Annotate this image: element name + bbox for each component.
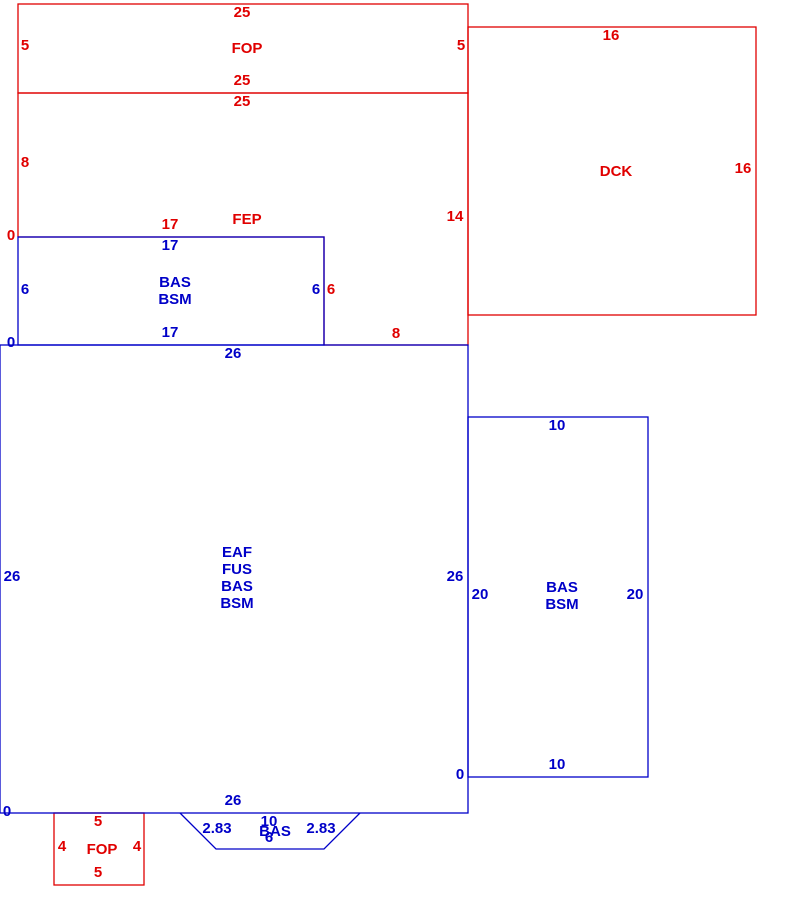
bas-upper-label-1: BAS [159, 274, 191, 291]
main-dim-bottom: 26 [225, 792, 242, 809]
bas-bay-dim-top: 10 [261, 813, 278, 830]
bas-upper-dim-right: 6 [312, 281, 320, 298]
fep-dim-corner: 0 [7, 227, 15, 244]
fop-bottom-label: FOP [87, 841, 118, 858]
fop-bottom-dim-left: 4 [58, 838, 67, 855]
dck-label: DCK [600, 163, 633, 180]
bas-right-label-2: BSM [545, 596, 578, 613]
bas-right-label-1: BAS [546, 579, 578, 596]
main-label-2: FUS [222, 561, 252, 578]
main-dim-corner: 0 [3, 803, 11, 820]
fop-bottom-dim-bottom: 5 [94, 864, 102, 881]
fop-bottom-dim-top: 5 [94, 813, 102, 830]
bas-upper-dim-top: 17 [162, 237, 179, 254]
fop-top-dim-left: 5 [21, 37, 29, 54]
bas-bay-dim-bottom: 6 [265, 829, 273, 846]
bas-right-dim-right: 20 [627, 586, 644, 603]
fep-dim-left: 8 [21, 154, 29, 171]
bas-right-dim-bottom: 10 [549, 756, 566, 773]
fop-top-dim-right: 5 [457, 37, 465, 54]
main-dim-top: 26 [225, 345, 242, 362]
bas-upper-dim-bottom: 17 [162, 324, 179, 341]
bas-right-outline [467, 416, 649, 778]
fop-top-dim-inner-bottom: 25 [234, 72, 251, 89]
fep-dim-bottom: 8 [392, 325, 400, 342]
bas-upper-label-2: BSM [158, 291, 191, 308]
bas-right-dim-corner: 0 [456, 766, 464, 783]
main-label-1: EAF [222, 544, 252, 561]
bas-bay-dim-left-angle: 2.83 [202, 820, 231, 837]
bas-bay-outline [179, 812, 361, 850]
fep-label: FEP [232, 211, 261, 228]
dck-dim-top: 16 [603, 27, 620, 44]
fop-top-dim-top: 25 [234, 4, 251, 21]
main-label-3: BAS [221, 578, 253, 595]
main-dim-left: 26 [4, 568, 21, 585]
bas-bay-label: BAS [259, 823, 291, 840]
bas-upper-dim-left: 6 [21, 281, 29, 298]
main-label-4: BSM [220, 595, 253, 612]
bas-bay-dim-right-angle: 2.83 [306, 820, 335, 837]
main-dim-right: 26 [447, 568, 464, 585]
fep-dim-right: 14 [447, 208, 464, 225]
dck-dim-right: 16 [735, 160, 752, 177]
fop-bottom-dim-right: 4 [133, 838, 142, 855]
fep-dim-top: 25 [234, 93, 251, 110]
fep-dim-step-top: 17 [162, 216, 179, 233]
fop-top-label: FOP [232, 40, 263, 57]
fep-dim-step-right: 6 [327, 281, 335, 298]
bas-right-dim-left: 20 [472, 586, 489, 603]
bas-right-dim-top: 10 [549, 417, 566, 434]
bas-upper-dim-corner: 0 [7, 334, 15, 351]
